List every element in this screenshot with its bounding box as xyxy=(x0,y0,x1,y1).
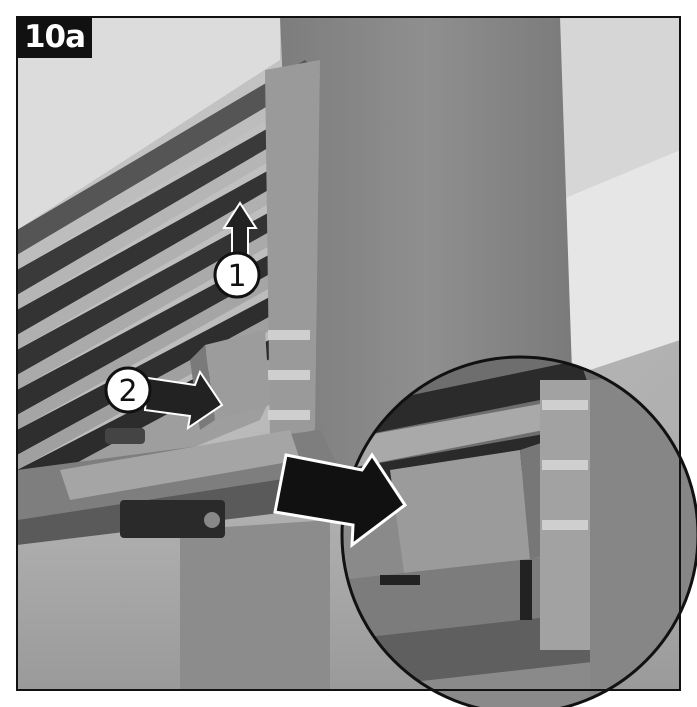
callout-2: 2 xyxy=(104,366,152,414)
svg-text:1: 1 xyxy=(227,259,246,294)
frame-border xyxy=(16,16,681,691)
callout-1: 1 xyxy=(213,251,261,299)
svg-text:2: 2 xyxy=(118,374,137,409)
step-number-badge: 10a xyxy=(17,17,92,58)
magnified-detail xyxy=(340,355,697,707)
right-arrow-icon xyxy=(143,369,224,431)
magnify-arrow-icon xyxy=(273,452,408,549)
